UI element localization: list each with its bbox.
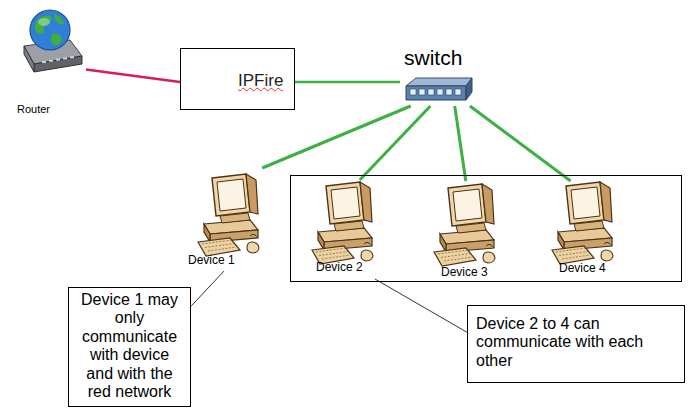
computer-icon bbox=[312, 182, 373, 264]
icon-part bbox=[455, 89, 461, 95]
icon-part bbox=[35, 16, 52, 34]
icon-part bbox=[571, 187, 600, 219]
icon-part bbox=[558, 232, 564, 250]
icon-part bbox=[428, 89, 434, 95]
computer-icon bbox=[198, 174, 259, 256]
icon-part bbox=[574, 221, 604, 231]
icon-part bbox=[56, 59, 60, 61]
device-node: Device 1 bbox=[186, 168, 268, 274]
icon-part bbox=[486, 244, 494, 248]
icon-part bbox=[562, 255, 590, 259]
icon-part bbox=[556, 248, 586, 252]
icon-part bbox=[483, 252, 495, 263]
icon-part bbox=[446, 89, 452, 95]
leader-line bbox=[375, 279, 467, 332]
icon-part bbox=[438, 250, 468, 254]
network-link bbox=[295, 81, 400, 84]
icon-part bbox=[604, 242, 612, 246]
icon-part bbox=[247, 242, 259, 253]
icon-part bbox=[63, 57, 67, 59]
icon-part bbox=[51, 34, 62, 46]
device-node: Device 2 bbox=[304, 178, 386, 278]
node-label: IPFire bbox=[238, 71, 283, 91]
callout-text: Device 2 to 4 can communicate with each … bbox=[468, 306, 684, 379]
icon-part bbox=[322, 255, 350, 259]
icon-part bbox=[601, 250, 613, 261]
firewall-box: IPFire bbox=[180, 48, 295, 110]
icon-part bbox=[331, 187, 360, 219]
icon-part bbox=[318, 232, 324, 250]
icon-part bbox=[220, 213, 250, 223]
icon-part bbox=[24, 46, 34, 72]
icon-part bbox=[410, 89, 416, 95]
callout-box: Device 2 to 4 can communicate with each … bbox=[467, 305, 685, 383]
icon-part bbox=[406, 78, 472, 86]
icon-part bbox=[217, 179, 246, 211]
icon-part bbox=[364, 242, 372, 246]
icon-part bbox=[360, 182, 372, 222]
icon-part bbox=[559, 252, 588, 256]
icon-part bbox=[434, 248, 476, 266]
node-label: Router bbox=[17, 103, 50, 116]
icon-part bbox=[600, 182, 612, 222]
icon-part bbox=[70, 56, 74, 58]
network-link bbox=[455, 106, 466, 181]
node-label: Device 1 bbox=[188, 254, 235, 268]
network-link bbox=[470, 106, 571, 181]
node-label: Device 2 bbox=[316, 261, 363, 275]
network-link bbox=[86, 70, 180, 83]
computer-icon bbox=[552, 182, 613, 264]
device-node: Device 3 bbox=[429, 179, 509, 283]
icon-part bbox=[482, 184, 494, 224]
icon-part bbox=[42, 61, 46, 63]
icon-part bbox=[453, 189, 482, 221]
icon-part bbox=[208, 247, 236, 251]
icon-part bbox=[566, 182, 604, 224]
leader-line bbox=[191, 271, 224, 306]
callout-box: Device 1 may only communicate with devic… bbox=[68, 287, 191, 407]
icon-part bbox=[212, 174, 250, 216]
icon-part bbox=[440, 234, 446, 252]
icon-part bbox=[466, 78, 472, 100]
icon-part bbox=[319, 252, 348, 256]
computer-icon bbox=[434, 184, 495, 266]
icon-part bbox=[205, 244, 234, 248]
router-node: Router bbox=[14, 8, 86, 120]
icon-part bbox=[246, 174, 258, 214]
switch-icon bbox=[406, 78, 472, 100]
icon-part bbox=[334, 221, 364, 231]
switch-node: switch bbox=[400, 46, 476, 106]
node-label: switch bbox=[404, 46, 462, 70]
icon-part bbox=[361, 250, 373, 261]
icon-part bbox=[444, 257, 472, 261]
icon-part bbox=[204, 224, 210, 242]
icon-part bbox=[448, 184, 486, 226]
icon-part bbox=[326, 182, 364, 224]
icon-part bbox=[30, 10, 70, 50]
icon-part bbox=[250, 234, 258, 238]
node-label: Device 4 bbox=[559, 262, 606, 276]
device-node: Device 4 bbox=[546, 179, 628, 279]
icon-part bbox=[49, 60, 53, 62]
icon-part bbox=[316, 248, 346, 252]
icon-part bbox=[34, 56, 82, 72]
icon-part bbox=[406, 86, 466, 100]
router-icon bbox=[24, 10, 82, 72]
icon-part bbox=[38, 18, 50, 26]
group-box: Device 2 Device 3 Device 4 bbox=[290, 175, 682, 282]
network-link bbox=[360, 106, 431, 180]
node-label: Device 3 bbox=[441, 266, 488, 280]
icon-part bbox=[456, 223, 486, 233]
callout-text: Device 1 may only communicate with devic… bbox=[69, 288, 190, 404]
icon-part bbox=[202, 240, 232, 244]
icon-part bbox=[441, 254, 470, 258]
icon-part bbox=[437, 89, 443, 95]
network-link bbox=[262, 106, 410, 168]
icon-part bbox=[54, 14, 64, 25]
icon-part bbox=[419, 89, 425, 95]
